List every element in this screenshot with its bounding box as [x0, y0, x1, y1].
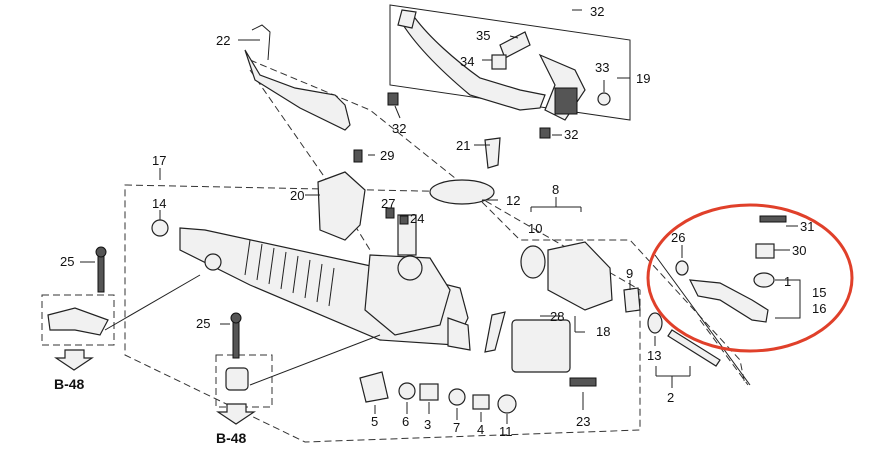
- gearbox-valve: [364, 254, 451, 336]
- part-label-7: 7: [453, 420, 460, 435]
- part-label-18: 18: [596, 324, 610, 339]
- clip-9: [623, 287, 641, 313]
- part-label-10: 10: [528, 221, 542, 236]
- rubber-mount: [225, 367, 249, 391]
- part-label-35: 35: [476, 28, 490, 43]
- part-label-26: 26: [671, 230, 685, 245]
- rack-boot-8: [547, 241, 613, 311]
- o-ring-6: [398, 382, 416, 400]
- part-label-20: 20: [290, 188, 304, 203]
- washer-13: [647, 312, 663, 334]
- highlight-ellipse: [646, 203, 854, 353]
- part-label-9: 9: [626, 266, 633, 281]
- bolt-31: [759, 215, 787, 223]
- part-label-4: 4: [477, 422, 484, 437]
- part-label-25a: 25: [60, 254, 74, 269]
- grommet-12: [429, 179, 495, 205]
- bracket-19-boundary: [389, 4, 631, 121]
- spring-3: [419, 383, 439, 401]
- part-label-16: 16: [812, 301, 826, 316]
- part-label-1: 1: [784, 274, 791, 289]
- part-number-labels: 1 2 3 4 5 6 7 8 9 10 11 12 13 14 15 16 1…: [54, 4, 826, 446]
- reference-label-b48-left: B-48: [54, 376, 85, 392]
- mount-box-left: [41, 294, 115, 346]
- part-label-33: 33: [595, 60, 609, 75]
- nut-30: [755, 243, 775, 259]
- cap-4: [472, 394, 490, 410]
- part-label-17: 17: [152, 153, 166, 168]
- arrow-down-icon: [216, 403, 256, 425]
- part-label-6: 6: [402, 414, 409, 429]
- part-label-2: 2: [667, 390, 674, 405]
- part-label-27: 27: [381, 196, 395, 211]
- part-label-30: 30: [792, 243, 806, 258]
- part-label-24: 24: [410, 211, 424, 226]
- rack-boot-ribs: [244, 239, 335, 307]
- tie-rod-end-15: [688, 279, 769, 323]
- part-label-28: 28: [550, 309, 564, 324]
- part-label-23: 23: [576, 414, 590, 429]
- bushing-14: [151, 219, 169, 237]
- part-label-8: 8: [552, 182, 559, 197]
- pinion-shaft: [397, 214, 417, 256]
- tie-rod-2: [667, 329, 721, 367]
- clamp-33: [597, 92, 611, 106]
- rack-mount-bracket: [47, 307, 109, 336]
- part-label-32b: 32: [392, 121, 406, 136]
- part-label-11: 11: [499, 424, 513, 439]
- bushing-5: [359, 371, 389, 403]
- part-label-29: 29: [380, 148, 394, 163]
- bracket-21: [484, 137, 501, 169]
- part-label-5: 5: [371, 414, 378, 429]
- clip-34: [491, 54, 507, 70]
- part-label-13: 13: [647, 348, 661, 363]
- nut-26: [675, 260, 689, 276]
- clamp-10: [520, 245, 546, 279]
- part-label-3: 3: [424, 417, 431, 432]
- part-label-22: 22: [216, 33, 230, 48]
- ring-7: [448, 388, 466, 406]
- leader-lines: [80, 9, 801, 424]
- part-label-21: 21: [456, 138, 470, 153]
- seal-ring: [484, 311, 506, 353]
- cover-20: [317, 171, 366, 241]
- clip-35: [499, 31, 531, 59]
- part-label-32a: 32: [590, 4, 604, 19]
- valve-body-18: [511, 319, 571, 373]
- part-label-19: 19: [636, 71, 650, 86]
- part-label-25b: 25: [196, 316, 210, 331]
- part-label-32c: 32: [564, 127, 578, 142]
- part-label-12: 12: [506, 193, 520, 208]
- part-label-31: 31: [800, 219, 814, 234]
- heat-shield-22: [244, 49, 351, 131]
- seal-11: [497, 394, 517, 414]
- part-label-34: 34: [460, 54, 474, 69]
- boot-1: [753, 272, 775, 288]
- part-label-14: 14: [152, 196, 166, 211]
- reference-label-b48-center: B-48: [216, 430, 247, 446]
- arrow-down-icon: [54, 349, 94, 371]
- part-label-15: 15: [812, 285, 826, 300]
- steering-hose-bracket: [399, 17, 546, 111]
